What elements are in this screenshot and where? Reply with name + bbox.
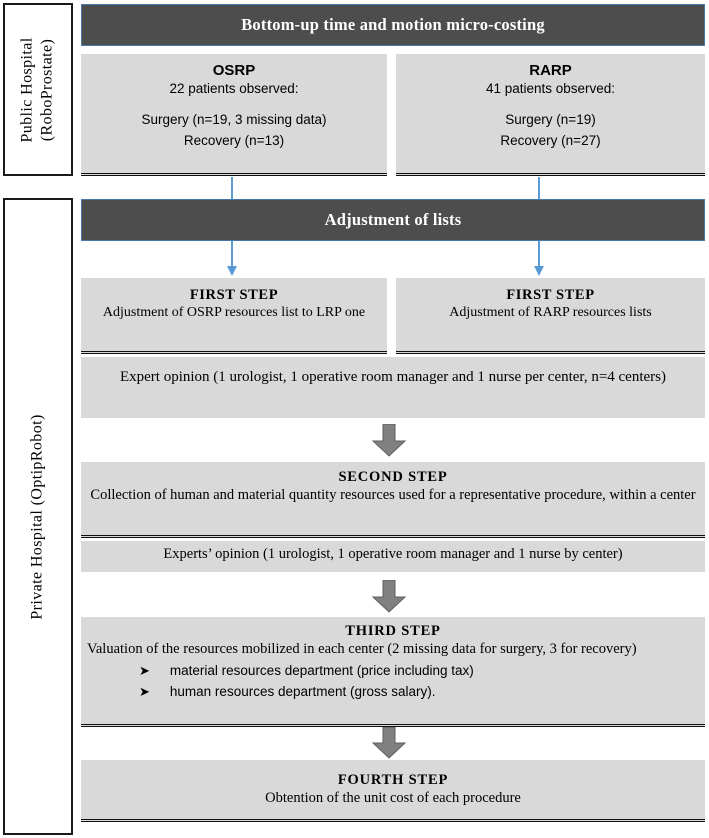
box-fourth-step-body: Obtention of the unit cost of each proce… — [265, 790, 521, 806]
down-arrow-glyph — [371, 726, 407, 759]
box-rarp-recovery: Recovery (n=27) — [500, 132, 601, 148]
box-fourth-step: FOURTH STEP Obtention of the unit cost o… — [81, 760, 705, 822]
box-expert-opinion-2: Experts’ opinion (1 urologist, 1 operati… — [81, 541, 705, 572]
box-rarp-surgery: Surgery (n=19) — [505, 111, 596, 127]
box-second-step-body: Collection of human and material quantit… — [90, 487, 696, 503]
box-first-step-rarp: FIRST STEP Adjustment of RARP resources … — [396, 278, 705, 354]
spacer — [396, 100, 705, 110]
box-expert-opinion-1-text: Expert opinion (1 urologist, 1 operative… — [119, 369, 666, 385]
down-arrow-glyph — [371, 579, 407, 613]
public-hospital-line1: Public Hospital — [19, 36, 37, 143]
down-arrow-to-second-step-icon — [371, 423, 407, 457]
box-expert-opinion-1: Expert opinion (1 urologist, 1 operative… — [81, 357, 705, 418]
category-label-private-hospital-text: Private Hospital (OptipRobot) — [29, 413, 47, 620]
public-hospital-line2: (RoboProstate) — [39, 38, 57, 141]
banner-bottom-up-micro-costing: Bottom-up time and motion micro-costing — [81, 4, 705, 46]
banner-adjustment-of-lists: Adjustment of lists — [81, 199, 705, 241]
list-item: ➤ material resources department (price i… — [139, 661, 705, 682]
down-arrow-to-fourth-step-icon — [371, 726, 407, 759]
box-osrp-surgery: Surgery (n=19, 3 missing data) — [141, 111, 327, 127]
box-fourth-step-title: FOURTH STEP — [337, 772, 449, 788]
box-rarp-title: RARP — [529, 62, 572, 79]
down-arrow-glyph — [371, 423, 407, 457]
box-third-step-title: THIRD STEP — [345, 623, 441, 639]
box-osrp-recovery: Recovery (n=13) — [183, 132, 285, 148]
third-step-bullet-list: ➤ material resources department (price i… — [81, 661, 705, 703]
box-first-step-osrp-body: Adjustment of OSRP resources list to LRP… — [102, 305, 366, 320]
box-third-step: THIRD STEP Valuation of the resources mo… — [81, 617, 705, 727]
down-arrow-to-third-step-icon — [371, 579, 407, 613]
box-rarp: RARP 41 patients observed: Surgery (n=19… — [396, 54, 705, 176]
box-first-step-rarp-body: Adjustment of RARP resources lists — [449, 305, 652, 320]
spacer — [81, 100, 387, 110]
bullet-arrow-icon: ➤ — [139, 663, 150, 679]
category-label-public-hospital: Public Hospital (RoboProstate) — [3, 3, 73, 176]
box-third-step-body: Valuation of the resources mobilized in … — [87, 641, 637, 657]
box-osrp-title: OSRP — [212, 62, 256, 79]
box-first-step-osrp: FIRST STEP Adjustment of OSRP resources … — [81, 278, 387, 354]
list-item: ➤ human resources department (gross sala… — [139, 682, 705, 703]
box-osrp: OSRP 22 patients observed: Surgery (n=19… — [81, 54, 387, 176]
arrow-head — [534, 266, 544, 276]
category-label-public-hospital-text: Public Hospital (RoboProstate) — [18, 37, 58, 142]
box-second-step: SECOND STEP Collection of human and mate… — [81, 462, 705, 538]
box-first-step-rarp-title: FIRST STEP — [506, 287, 595, 303]
list-item-label: human resources department (gross salary… — [169, 683, 436, 699]
list-item-label: material resources department (price inc… — [169, 662, 474, 678]
box-expert-opinion-2-text: Experts’ opinion (1 urologist, 1 operati… — [163, 546, 623, 562]
category-label-private-hospital: Private Hospital (OptipRobot) — [3, 198, 73, 835]
box-rarp-observed: 41 patients observed: — [485, 81, 616, 96]
box-second-step-title: SECOND STEP — [338, 469, 448, 485]
box-osrp-observed: 22 patients observed: — [169, 81, 299, 96]
arrow-head — [227, 266, 237, 276]
box-first-step-osrp-title: FIRST STEP — [189, 287, 279, 303]
bullet-arrow-icon: ➤ — [139, 684, 150, 700]
